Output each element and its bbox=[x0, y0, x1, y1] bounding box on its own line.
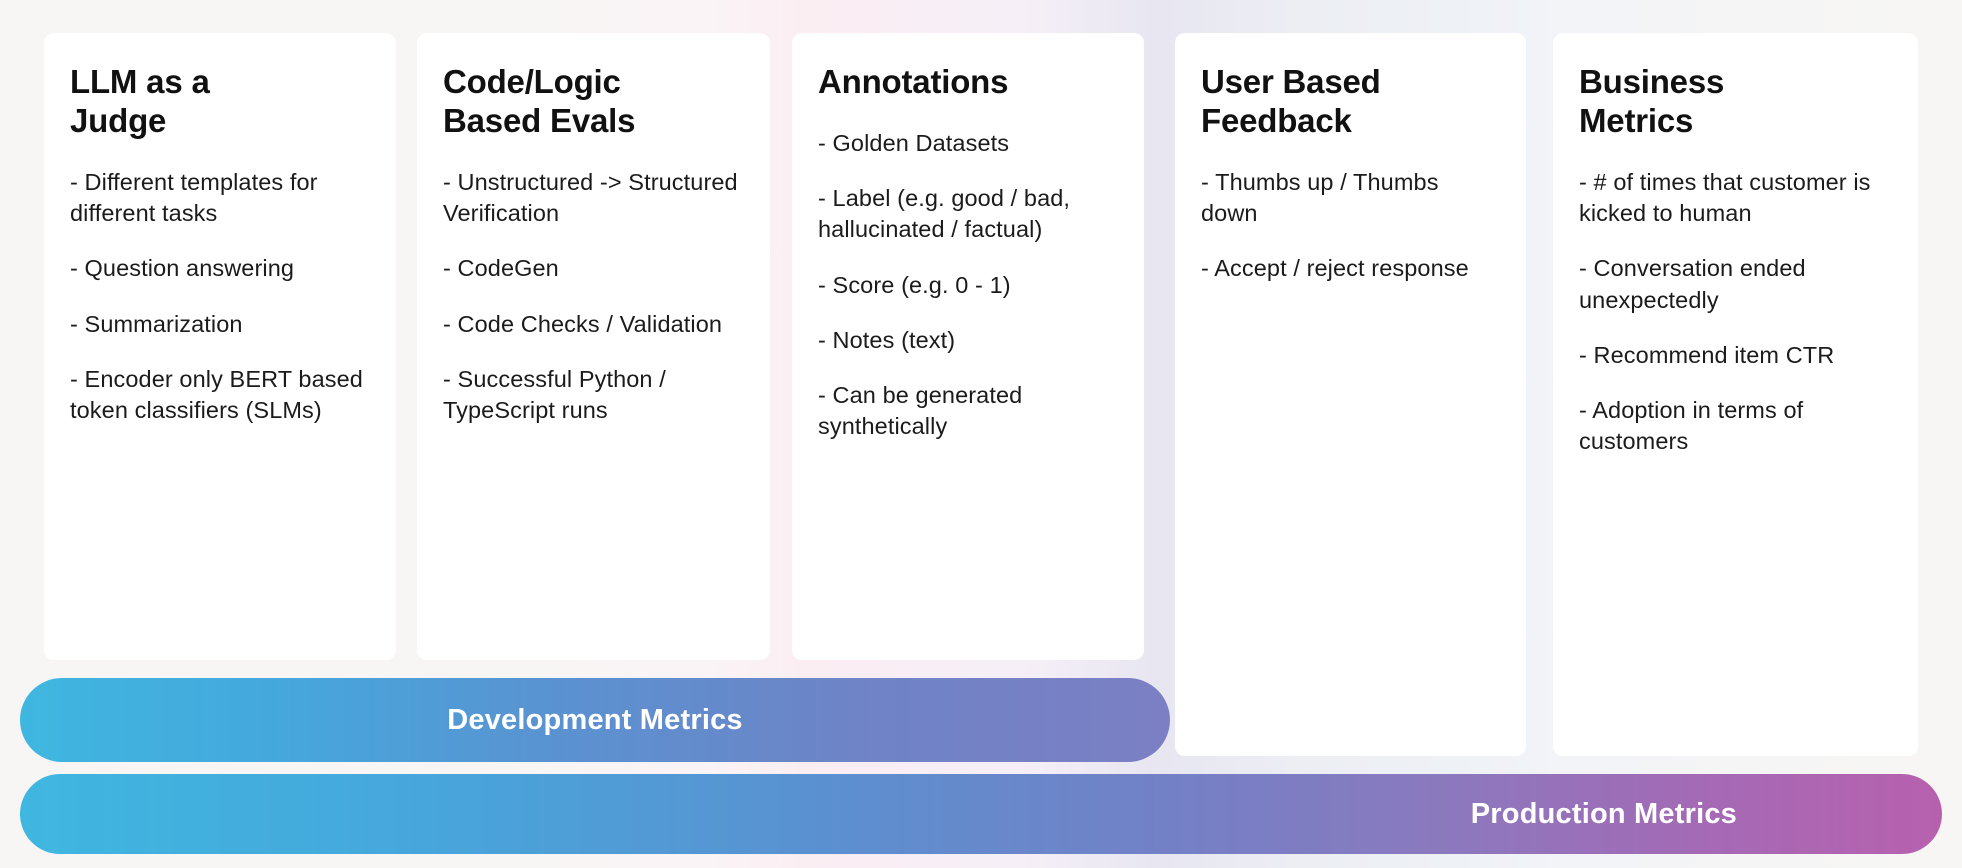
list-item: - Successful Python / TypeScript runs bbox=[443, 365, 666, 424]
card-title: Annotations bbox=[818, 63, 1009, 100]
development-metrics-bar: Development Metrics bbox=[20, 678, 1170, 762]
card-bullet-list: - Golden Datasets - Label (e.g. good / b… bbox=[818, 128, 1118, 443]
card-bullet-list: - Thumbs up / Thumbs down - Accept / rej… bbox=[1201, 167, 1500, 285]
card-title: Business Metrics bbox=[1579, 63, 1725, 139]
list-item: - Notes (text) bbox=[818, 326, 956, 353]
list-item: - # of times that customer is kicked to … bbox=[1579, 168, 1871, 227]
development-metrics-label: Development Metrics bbox=[447, 703, 743, 736]
card-bullet-list: - Unstructured -> Structured Verificatio… bbox=[443, 167, 744, 427]
list-item: - Can be generated synthetically bbox=[818, 382, 1023, 440]
card-title: Code/Logic Based Evals bbox=[443, 63, 636, 139]
card-bullet-list: - # of times that customer is kicked to … bbox=[1579, 167, 1892, 458]
list-item: - Different templates for different task… bbox=[70, 168, 318, 227]
list-item: - Code Checks / Validation bbox=[443, 310, 723, 337]
list-item: - Thumbs up / Thumbs down bbox=[1201, 168, 1439, 227]
list-item: - CodeGen bbox=[443, 255, 559, 282]
list-item: - Adoption in terms of customers bbox=[1579, 397, 1804, 455]
list-item: - Conversation ended unexpectedly bbox=[1579, 255, 1806, 313]
production-metrics-label: Production Metrics bbox=[1470, 797, 1737, 830]
list-item: - Recommend item CTR bbox=[1579, 341, 1835, 368]
list-item: - Encoder only BERT based token classifi… bbox=[70, 365, 363, 424]
list-item: - Accept / reject response bbox=[1201, 255, 1469, 282]
card-title: User Based Feedback bbox=[1201, 63, 1381, 139]
list-item: - Score (e.g. 0 - 1) bbox=[818, 271, 1011, 298]
card-title: LLM as a Judge bbox=[70, 63, 210, 139]
list-item: - Question answering bbox=[70, 255, 295, 282]
metric-card-annotations: Annotations - Golden Datasets - Label (e… bbox=[792, 33, 1144, 660]
list-item: - Unstructured -> Structured Verificatio… bbox=[443, 168, 738, 227]
metric-card-user-based-feedback: User Based Feedback - Thumbs up / Thumbs… bbox=[1175, 33, 1526, 756]
list-item: - Label (e.g. good / bad, hallucinated /… bbox=[818, 185, 1071, 243]
card-bullet-list: - Different templates for different task… bbox=[70, 167, 370, 427]
metric-card-code-logic-based-evals: Code/Logic Based Evals - Unstructured ->… bbox=[417, 33, 770, 660]
metric-card-llm-as-a-judge: LLM as a Judge - Different templates for… bbox=[44, 33, 396, 660]
list-item: - Golden Datasets bbox=[818, 129, 1010, 156]
production-metrics-bar: Production Metrics bbox=[20, 774, 1942, 854]
metric-card-business-metrics: Business Metrics - # of times that custo… bbox=[1553, 33, 1918, 756]
list-item: - Summarization bbox=[70, 310, 243, 337]
